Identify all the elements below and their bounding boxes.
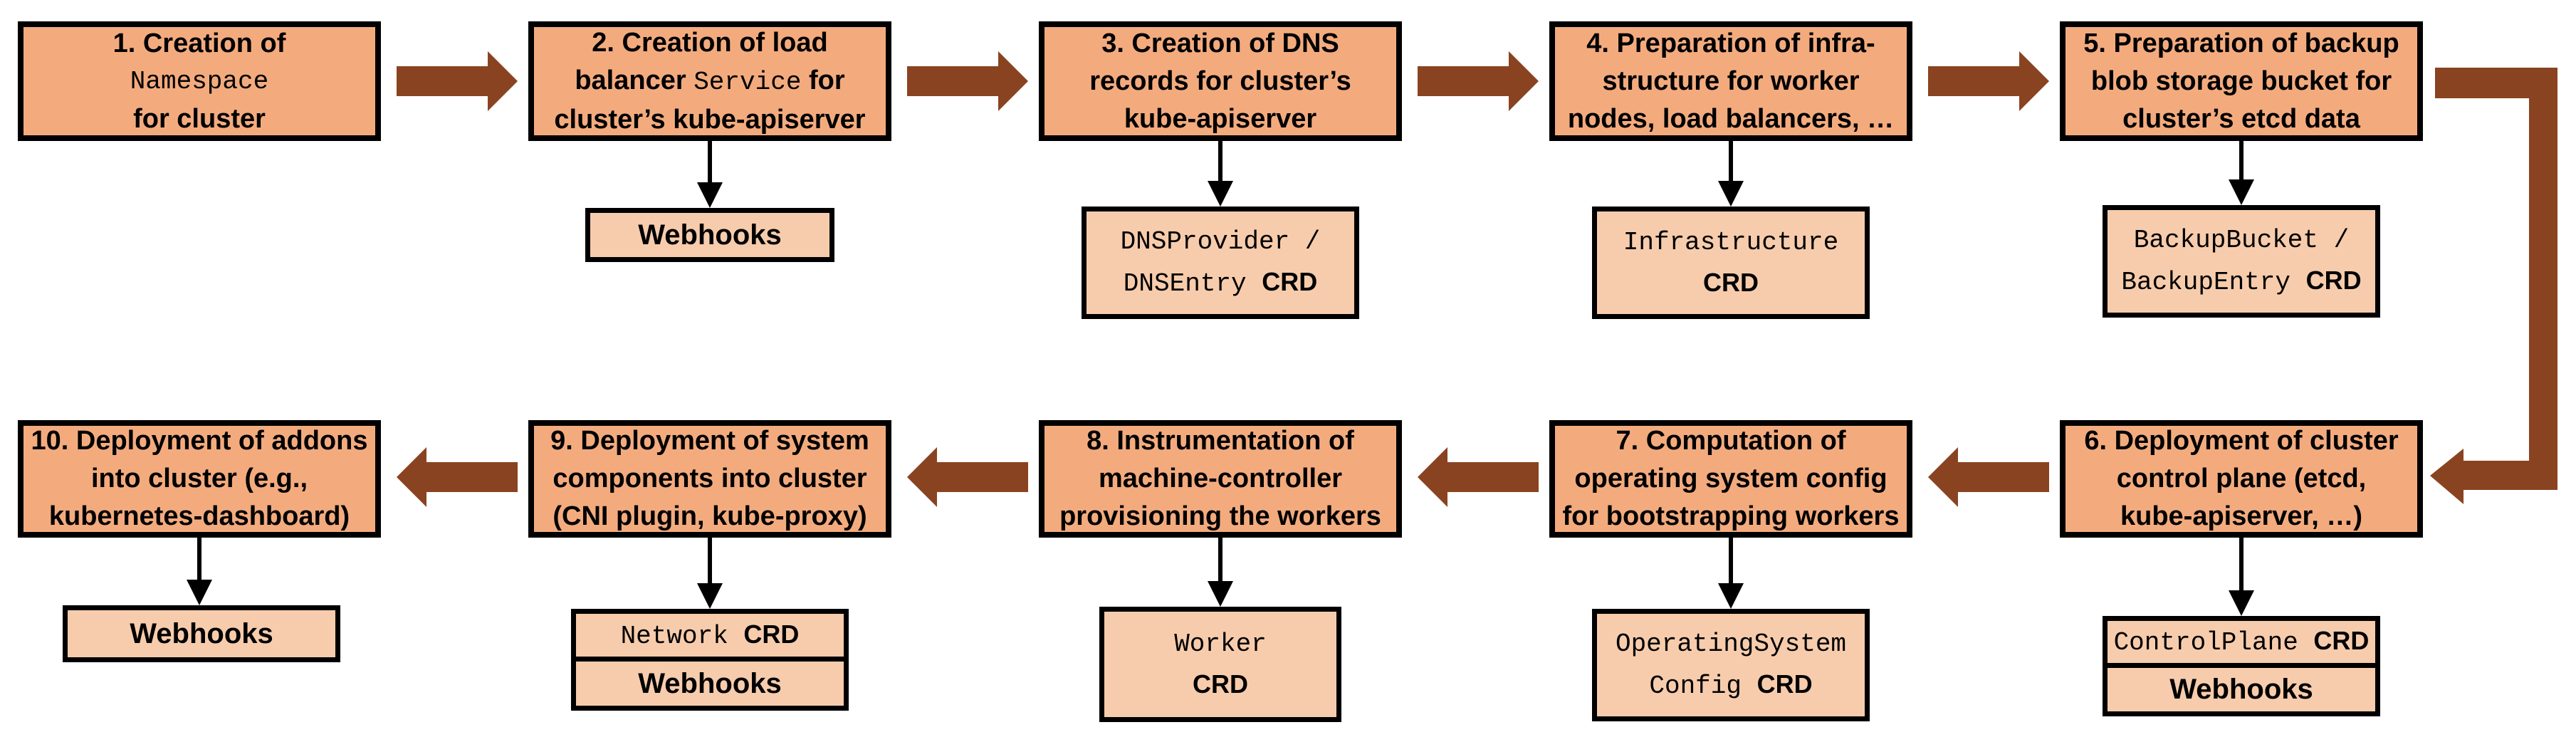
backup-crd-line-1: BackupBucket / [2133,225,2350,255]
step-8-line-2: machine-controller [1098,464,1343,493]
flow-arrow-left-icon [1928,447,2049,507]
step-3-line-1: 3. Creation of DNS [1101,28,1339,58]
osc-crd-line-2: Config CRD [1649,669,1813,701]
step-7-box: 7. Computation of operating system confi… [1549,420,1912,538]
step-10-box: 10. Deployment of addons into cluster (e… [18,420,381,538]
webhooks-box-step2: Webhooks [585,208,834,262]
network-crd-label: Network CRD [620,619,800,651]
down-arrow-icon [696,538,724,609]
controlplane-crd-label: ControlPlane CRD [2113,626,2370,657]
webhooks-label: Webhooks [2169,674,2313,705]
step-8-line-1: 8. Instrumentation of [1087,426,1354,456]
step-5-box: 5. Preparation of backup blob storage bu… [2060,21,2423,141]
down-arrow-icon [1717,538,1745,609]
step-8-box: 8. Instrumentation of machine-controller… [1039,420,1402,538]
flow-arrow-left-icon [397,447,518,507]
operatingsystemconfig-crd-box: OperatingSystem Config CRD [1592,609,1870,721]
step-3-line-3: kube-apiserver [1124,103,1317,134]
step-5-line-3: cluster’s etcd data [2122,103,2360,134]
step-2-box: 2. Creation of load balancer Service for… [528,21,891,141]
flow-arrow-left-icon [907,447,1028,507]
step-5-line-1: 5. Preparation of backup [2083,28,2399,58]
step-2-line-3: cluster’s kube-apiserver [554,104,866,135]
step-6-line-2: control plane (etcd, [2116,464,2367,493]
step-10-line-2: into cluster (e.g., [90,464,308,493]
step-1-line-2: Namespace [130,66,269,96]
step-4-box: 4. Preparation of infra- structure for w… [1549,21,1912,141]
osc-crd-line-1: OperatingSystem [1615,629,1847,659]
worker-crd-box: Worker CRD [1099,607,1341,722]
step-2-line-2: balancer Service for [575,65,845,97]
step-7-line-1: 7. Computation of [1616,426,1846,456]
infrastructure-crd-line-1: Infrastructure [1623,228,1839,257]
controlplane-crd-stack: ControlPlane CRD Webhooks [2103,616,2380,716]
infrastructure-crd-line-2: CRD [1703,268,1759,297]
down-arrow-icon [696,141,724,208]
step-8-line-3: provisioning the workers [1059,501,1381,531]
down-arrow-icon [2227,538,2256,616]
flow-arrow-right-icon [397,51,518,111]
step-9-box: 9. Deployment of system components into … [528,420,891,538]
step-7-line-3: for bootstrapping workers [1562,501,1900,531]
down-arrow-icon [2227,141,2256,205]
dns-crd-line-2: DNSEntry CRD [1123,266,1318,298]
flow-arrow-right-icon [907,51,1028,111]
webhooks-box-step10: Webhooks [63,605,340,662]
network-crd-box: Network CRD [571,609,849,662]
step-1-box: 1. Creation of Namespace for cluster [18,21,381,141]
step-4-line-2: structure for worker [1602,66,1860,96]
worker-crd-line-2: CRD [1193,669,1248,699]
step-1-line-1: 1. Creation of [112,28,286,58]
controlplane-crd-box: ControlPlane CRD [2103,616,2380,668]
step-9-line-3: (CNI plugin, kube-proxy) [553,501,867,531]
dns-crd-box: DNSProvider / DNSEntry CRD [1082,207,1359,319]
down-arrow-icon [1206,538,1235,607]
backup-crd-line-2: BackupEntry CRD [2121,265,2362,297]
step-9-line-1: 9. Deployment of system [550,426,869,456]
step-1-line-3: for cluster [133,103,266,134]
backup-crd-box: BackupBucket / BackupEntry CRD [2103,205,2380,318]
network-crd-stack: Network CRD Webhooks [571,609,849,711]
infrastructure-crd-box: Infrastructure CRD [1592,207,1870,319]
webhooks-box-step6: Webhooks [2103,663,2380,716]
step-6-box: 6. Deployment of cluster control plane (… [2060,420,2423,538]
webhooks-label: Webhooks [130,617,273,649]
step-7-line-2: operating system config [1574,464,1888,493]
dns-crd-line-1: DNSProvider / [1120,226,1321,256]
step-6-line-1: 6. Deployment of cluster [2084,426,2399,456]
step-9-line-2: components into cluster [553,464,867,493]
down-arrow-icon [1717,141,1745,207]
connector-arrow-down-left-icon [2430,68,2557,504]
webhooks-box-step9: Webhooks [571,657,849,711]
step-3-box: 3. Creation of DNS records for cluster’s… [1039,21,1402,141]
step-6-line-3: kube-apiserver, …) [2120,501,2363,531]
step-4-line-1: 4. Preparation of infra- [1586,28,1875,58]
flow-arrow-right-icon [1418,51,1539,111]
step-3-line-2: records for cluster’s [1089,66,1351,96]
step-10-line-3: kubernetes-dashboard) [48,501,350,531]
step-4-line-3: nodes, load balancers, … [1567,103,1895,134]
step-5-line-2: blob storage bucket for [2090,66,2392,96]
down-arrow-icon [185,538,214,605]
step-10-line-1: 10. Deployment of addons [31,426,368,456]
step-2-line-1: 2. Creation of load [592,27,828,58]
webhooks-label: Webhooks [638,219,782,251]
down-arrow-icon [1206,141,1235,207]
flow-arrow-right-icon [1928,51,2049,111]
flow-arrow-left-icon [1418,447,1539,507]
worker-crd-line-1: Worker [1174,629,1267,659]
webhooks-label: Webhooks [638,667,782,699]
